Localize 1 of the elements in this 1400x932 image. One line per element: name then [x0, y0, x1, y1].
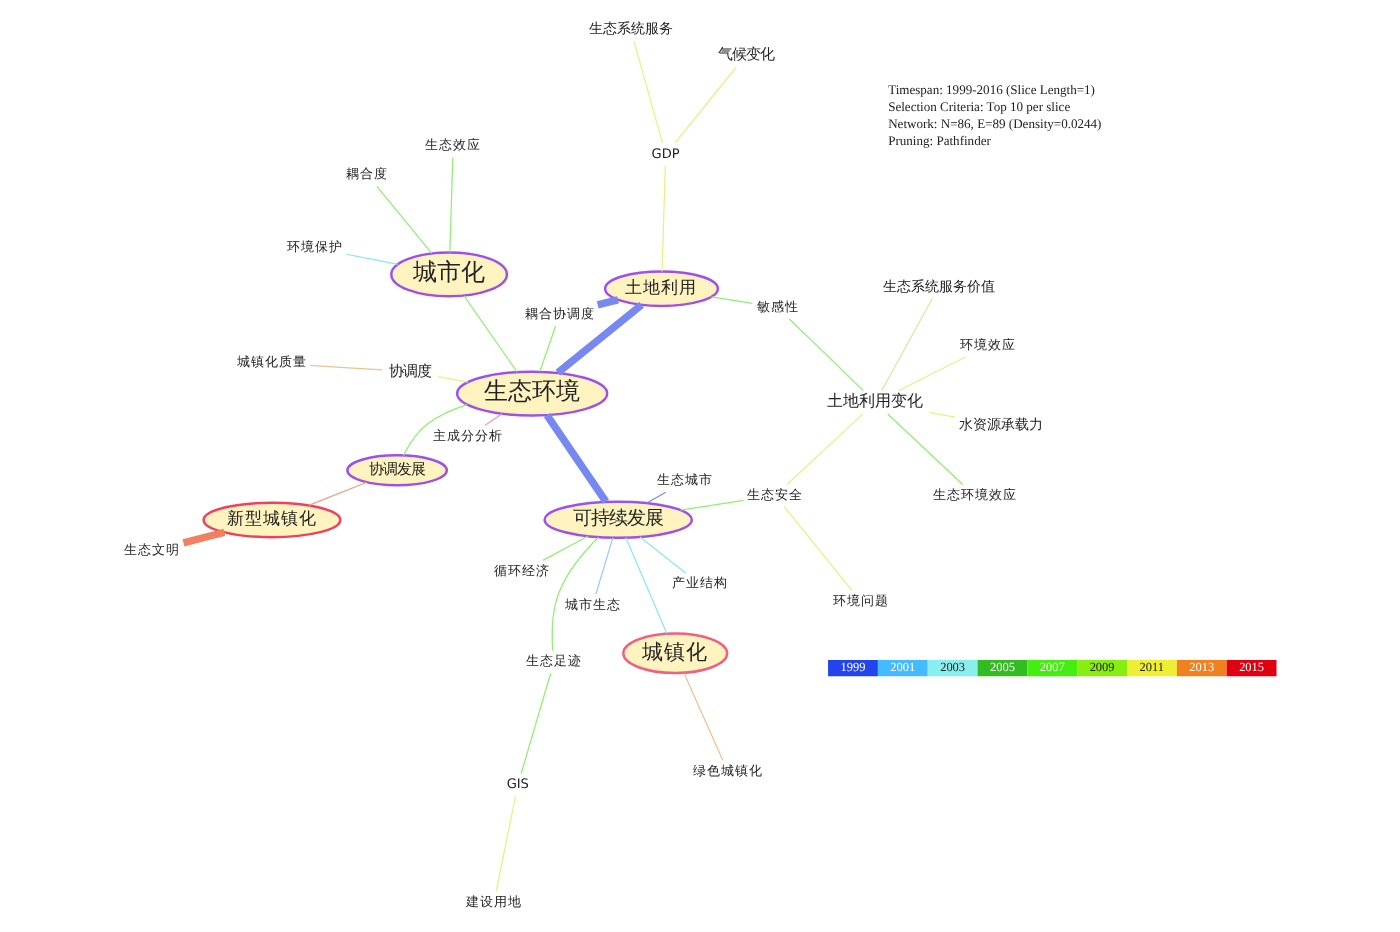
- node-text: 土地利用变化: [826, 390, 923, 411]
